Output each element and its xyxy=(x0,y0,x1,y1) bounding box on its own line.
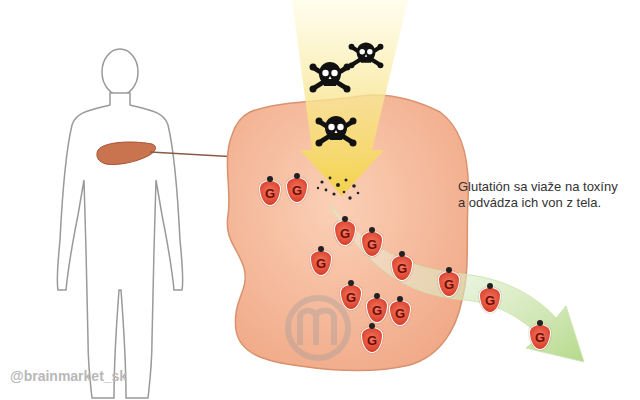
shield-letter: G xyxy=(444,278,454,291)
shield-letter: G xyxy=(340,227,350,240)
shield-letter: G xyxy=(535,331,545,344)
glutathione-shield: G xyxy=(438,271,460,297)
shield-letter: G xyxy=(372,304,382,317)
glutathione-shield: G xyxy=(259,180,281,206)
shield-letter: G xyxy=(346,291,356,304)
glutathione-shield: G xyxy=(340,284,362,310)
toxin-dot xyxy=(348,280,354,286)
shield-letter: G xyxy=(485,294,495,307)
toxin-dot xyxy=(537,320,543,326)
watermark: @brainmarket_sk xyxy=(10,368,127,384)
glutathione-shield: G xyxy=(310,250,332,276)
toxin-dot xyxy=(294,173,300,179)
shield-letter: G xyxy=(367,238,377,251)
shield-letter: G xyxy=(292,184,302,197)
toxin-dot xyxy=(487,283,493,289)
shield-letter: G xyxy=(397,262,407,275)
glutathione-shield: G xyxy=(529,324,551,350)
toxin-dot xyxy=(318,246,324,252)
glutathione-shield: G xyxy=(366,297,388,323)
toxin-dot xyxy=(446,267,452,273)
glutathione-shield: G xyxy=(389,300,411,326)
glutathione-shield: G xyxy=(334,220,356,246)
toxin-dot xyxy=(342,216,348,222)
glutathione-shield: G xyxy=(361,231,383,257)
shield-letter: G xyxy=(316,257,326,270)
toxin-dot xyxy=(369,227,375,233)
glutathione-shield: G xyxy=(479,287,501,313)
toxin-dot xyxy=(369,323,375,329)
glutathione-shield: G xyxy=(286,177,308,203)
shield-letter: G xyxy=(367,334,377,347)
note-text: Glutatión sa viaže na toxíny a odvádza i… xyxy=(458,179,626,211)
toxin-dot xyxy=(267,176,273,182)
toxin-dot xyxy=(397,296,403,302)
glutathione-shield: G xyxy=(391,255,413,281)
toxin-dot xyxy=(399,251,405,257)
shield-letter: G xyxy=(395,307,405,320)
shield-letter: G xyxy=(265,187,275,200)
toxin-dot xyxy=(374,293,380,299)
glutathione-shield: G xyxy=(361,327,383,353)
